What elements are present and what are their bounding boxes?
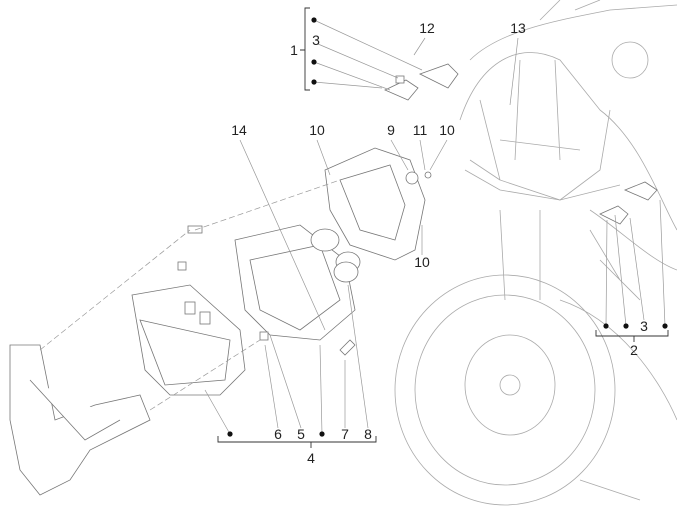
leader-lines — [39, 7, 669, 448]
label-group-2: 2 — [630, 342, 638, 358]
label-item-3-top: 3 — [312, 32, 320, 48]
label-item-12: 12 — [419, 20, 435, 36]
label-group-4: 4 — [307, 450, 315, 466]
label-item-10-b: 10 — [439, 122, 455, 138]
label-item-3-right: 3 — [640, 318, 648, 334]
label-item-14: 14 — [231, 122, 247, 138]
reference-dots — [227, 17, 668, 437]
label-item-11: 11 — [412, 122, 428, 138]
label-group-1: 1 — [290, 42, 298, 58]
label-item-6: 6 — [274, 426, 282, 442]
motorcycle-outline — [394, 0, 677, 506]
label-item-8: 8 — [364, 426, 372, 442]
headlight-assembly — [9, 147, 432, 496]
label-item-5: 5 — [297, 426, 305, 442]
turn-indicator-parts — [384, 63, 658, 225]
label-item-10-c: 10 — [414, 254, 430, 270]
label-item-10-a: 10 — [309, 122, 325, 138]
label-item-9: 9 — [387, 122, 395, 138]
label-item-7: 7 — [341, 426, 349, 442]
label-item-13: 13 — [510, 20, 526, 36]
